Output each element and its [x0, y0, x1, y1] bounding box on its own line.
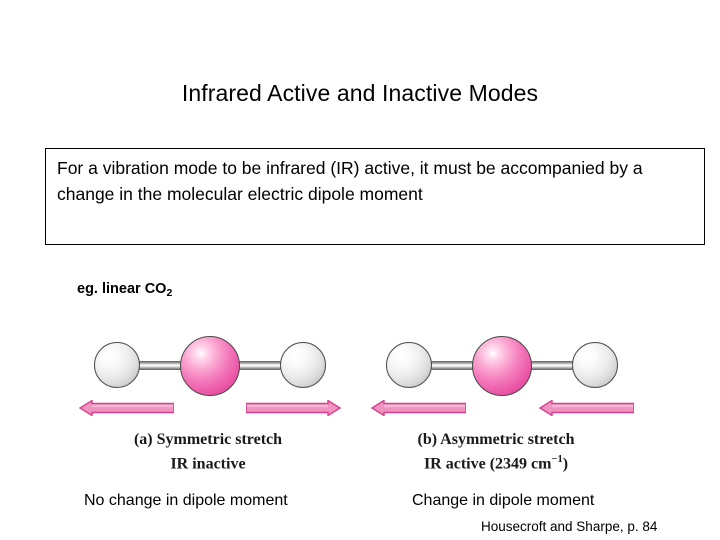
figure-asymmetric-stretch — [362, 336, 642, 428]
displacement-arrow-right — [246, 400, 342, 416]
bond-left — [116, 361, 188, 370]
caption-line-2-suffix: ) — [562, 455, 569, 473]
caption-line-1: (a) Symmetric stretch — [133, 431, 283, 448]
caption-asymmetric-stretch: (b) Asymmetric stretch IR active (2349 c… — [346, 430, 646, 474]
atom-carbon — [180, 336, 240, 396]
displacement-arrow-left — [78, 400, 174, 416]
attribution-text: Housecroft and Sharpe, p. 84 — [481, 519, 658, 534]
bond-right — [520, 361, 592, 370]
atom-oxygen-right — [280, 342, 326, 388]
example-label-text: eg. linear CO — [77, 281, 167, 297]
page-title: Infrared Active and Inactive Modes — [181, 80, 539, 106]
caption-line-2-superscript: −1 — [551, 454, 563, 465]
caption-line-1: (b) Asymmetric stretch — [417, 431, 575, 448]
dipole-label-symmetric: No change in dipole moment — [84, 492, 288, 509]
statement-box: For a vibration mode to be infrared (IR)… — [45, 148, 705, 245]
bond-right — [228, 361, 300, 370]
atom-carbon — [472, 336, 532, 396]
atom-oxygen-left — [386, 342, 432, 388]
atom-oxygen-left — [94, 342, 140, 388]
caption-symmetric-stretch: (a) Symmetric stretch IR inactive — [58, 430, 358, 474]
bond-left — [408, 361, 480, 370]
example-label: eg. linear CO2 — [77, 281, 173, 299]
caption-line-2: IR active (2349 cm−1) — [346, 450, 646, 474]
caption-line-2-text: IR inactive — [170, 455, 246, 473]
example-label-subscript: 2 — [166, 287, 173, 299]
dipole-label-asymmetric: Change in dipole moment — [412, 492, 595, 509]
displacement-arrow-left — [370, 400, 466, 416]
caption-line-2-text: IR active (2349 cm — [423, 455, 552, 473]
atom-oxygen-right — [572, 342, 618, 388]
molecule-co2 — [362, 336, 642, 396]
figure-symmetric-stretch — [70, 336, 350, 428]
molecule-co2 — [70, 336, 350, 396]
caption-line-2: IR inactive — [58, 450, 358, 474]
statement-text: For a vibration mode to be infrared (IR)… — [57, 158, 643, 204]
displacement-arrow-right — [538, 400, 634, 416]
